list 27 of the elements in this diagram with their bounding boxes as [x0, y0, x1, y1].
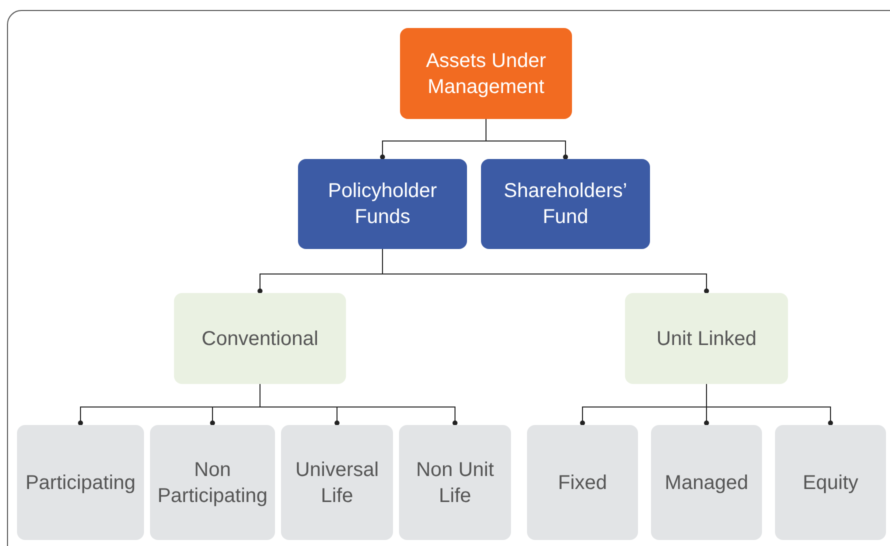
box-label: Non Unit Life — [415, 458, 495, 508]
box-label: Non Participating — [156, 458, 269, 508]
category-box — [481, 159, 650, 249]
category-box — [400, 28, 572, 119]
connector-line — [486, 118, 568, 160]
category-box — [651, 425, 762, 540]
category-box — [174, 293, 346, 384]
category-box — [775, 425, 886, 540]
box-label: Equity — [802, 470, 858, 496]
box-label: Unit Linked — [656, 326, 757, 352]
box-label: Shareholders’ Fund — [502, 179, 628, 230]
box-label: Policyholder Funds — [327, 179, 438, 230]
box-label: Assets Under Management — [424, 48, 548, 100]
connector-line — [706, 384, 833, 426]
box-label: Managed — [664, 470, 748, 496]
category-box — [298, 159, 467, 249]
box-label: Conventional — [202, 326, 318, 352]
category-box — [281, 425, 393, 540]
box-label: Universal Life — [294, 458, 380, 508]
box-label: Participating — [25, 470, 136, 496]
box-label: Fixed — [558, 470, 607, 496]
connector-line — [260, 384, 458, 426]
category-box — [625, 293, 788, 384]
category-box — [17, 425, 144, 540]
category-box — [150, 425, 275, 540]
category-box — [527, 425, 638, 540]
category-box — [399, 425, 511, 540]
